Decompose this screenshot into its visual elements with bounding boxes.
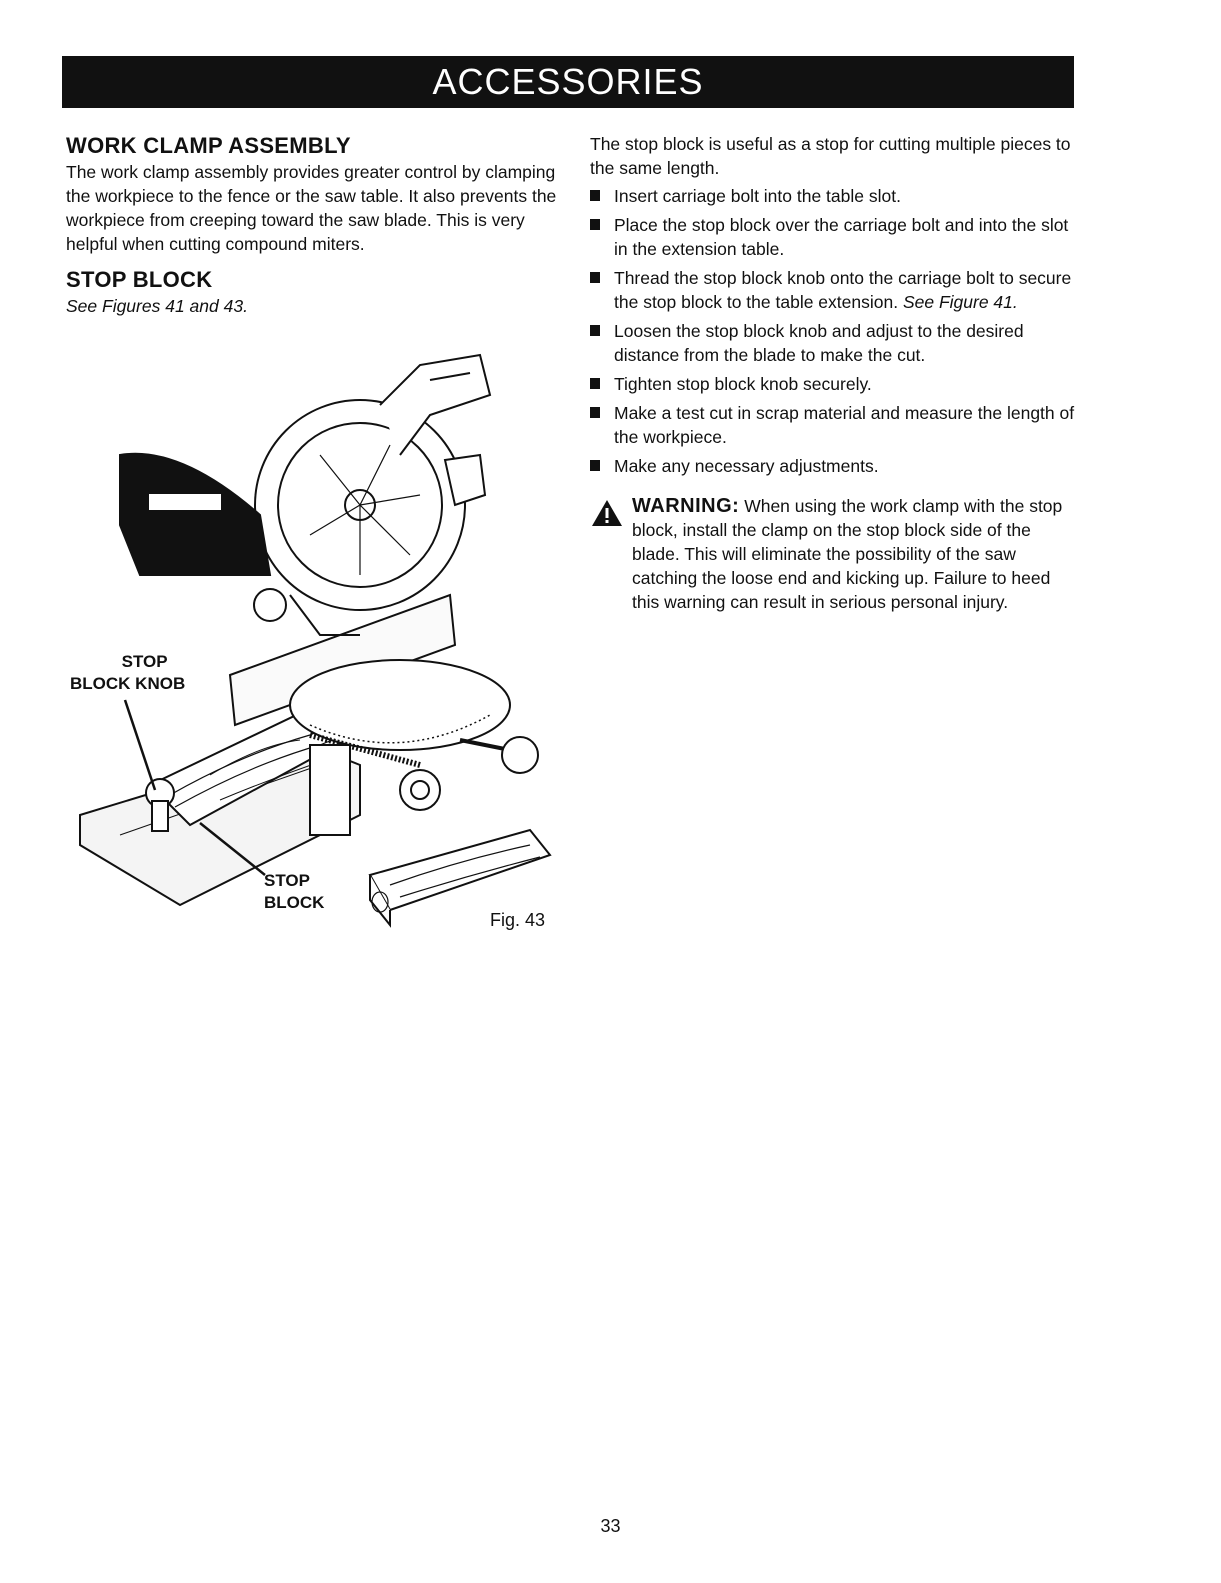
step-text: Make a test cut in scrap material and me… [614, 403, 1075, 447]
warning-block: WARNING: When using the work clamp with … [590, 494, 1080, 614]
figure-caption: Fig. 43 [490, 910, 546, 930]
work-clamp-body: The work clamp assembly provides greater… [66, 162, 557, 254]
step-text: Make any necessary adjustments. [614, 456, 879, 476]
miter-saw-illustration [79, 353, 552, 928]
list-item: Make any necessary adjustments. [590, 454, 1080, 478]
step-text: Tighten stop block knob securely. [614, 374, 872, 394]
bullet-square-icon [590, 325, 600, 336]
stop-block-knob-label: STOP BLOCK KNOB [70, 651, 185, 695]
section-banner: ACCESSORIES [62, 56, 1074, 108]
knob-label-line1: STOP [121, 652, 168, 671]
warning-title: WARNING: [632, 495, 740, 517]
bullet-square-icon [590, 378, 600, 389]
step-text: Place the stop block over the carriage b… [614, 215, 1069, 259]
warning-text: When using the work clamp with the stop … [632, 496, 1063, 612]
block-label-line2: BLOCK [264, 893, 325, 912]
bullet-square-icon [590, 190, 600, 201]
page-number: 33 [600, 1516, 621, 1536]
list-item: Insert carriage bolt into the table slot… [590, 184, 1080, 208]
knob-label-line2: BLOCK KNOB [70, 674, 186, 693]
section-title: ACCESSORIES [432, 61, 704, 102]
stop-block-heading: STOP BLOCK [66, 267, 213, 292]
stop-block-label: STOP BLOCK [264, 870, 324, 914]
bullet-square-icon [590, 407, 600, 418]
block-label-line1: STOP [264, 871, 310, 890]
stop-block-steps: Insert carriage bolt into the table slot… [590, 184, 1080, 478]
list-item: Place the stop block over the carriage b… [590, 213, 1080, 261]
step-text: Insert carriage bolt into the table slot… [614, 186, 901, 206]
right-column: The stop block is useful as a stop for c… [590, 132, 1080, 614]
list-item: Tighten stop block knob securely. [590, 372, 1080, 396]
work-clamp-heading: WORK CLAMP ASSEMBLY [66, 133, 351, 158]
step-text: Loosen the stop block knob and adjust to… [614, 321, 1024, 365]
warning-triangle-icon [592, 500, 622, 526]
figure-43-illustration: STOP BLOCK KNOB STOP BLOCK [60, 345, 580, 945]
stop-block-intro: The stop block is useful as a stop for c… [590, 134, 1071, 178]
list-item: Thread the stop block knob onto the carr… [590, 266, 1080, 314]
bullet-square-icon [590, 460, 600, 471]
list-item: Make a test cut in scrap material and me… [590, 401, 1080, 449]
list-item: Loosen the stop block knob and adjust to… [590, 319, 1080, 367]
step-figure-ref: See Figure 41. [902, 292, 1018, 312]
bullet-square-icon [590, 219, 600, 230]
step-text: Thread the stop block knob onto the carr… [614, 268, 1072, 312]
bullet-square-icon [590, 272, 600, 283]
stop-block-see-figures: See Figures 41 and 43. [66, 296, 248, 316]
left-column: WORK CLAMP ASSEMBLY The work clamp assem… [66, 132, 566, 318]
